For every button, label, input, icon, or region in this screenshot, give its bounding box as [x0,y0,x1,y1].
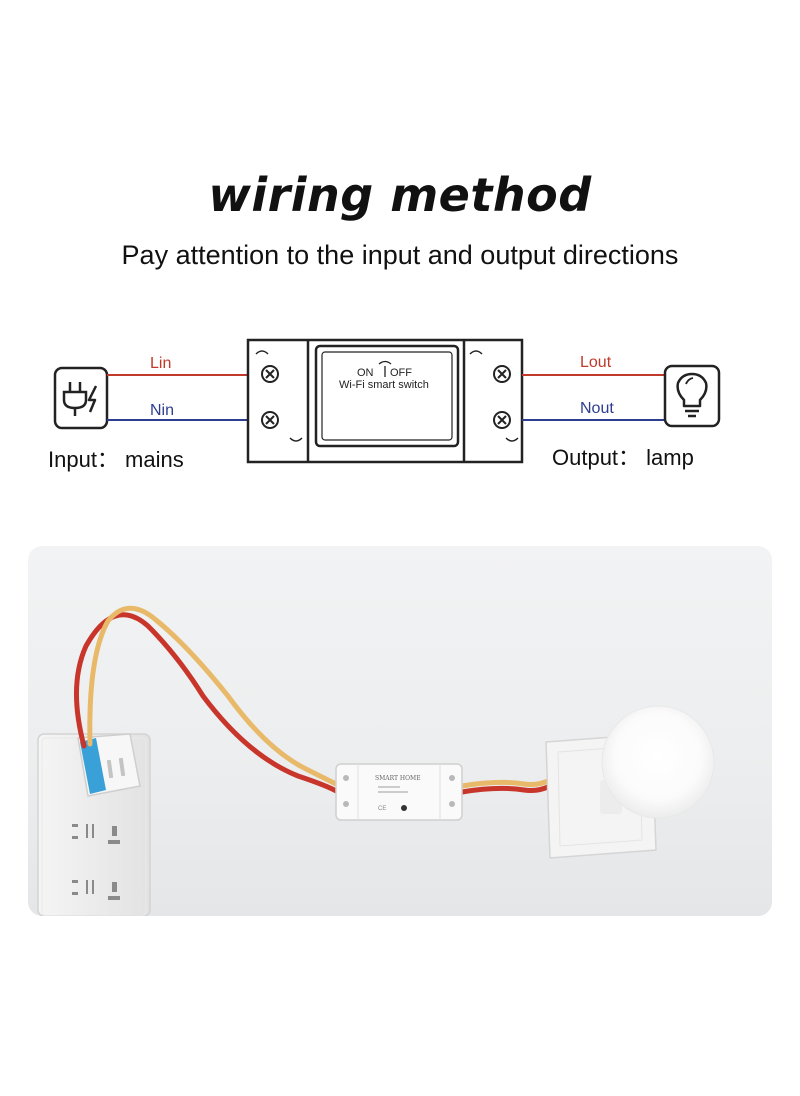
wall-plug [77,733,141,797]
page-title: wiring method [208,168,592,222]
page-subtitle: Pay attention to the input and output di… [121,240,679,270]
nout-label: Nout [580,400,614,417]
installation-photo-svg: SMART HOME CE [37,605,715,916]
wiring-diagram-svg: Lin Nin [48,338,721,472]
smart-switch-body: ON OFF Wi-Fi smart switch [246,338,524,464]
screw-terminal-icon [261,365,279,383]
screw-terminal-icon [493,365,511,383]
lin-label: Lin [150,355,171,372]
wiring-diagram: Lin Nin [0,320,800,500]
output-label: Output： lamp [552,445,694,470]
switch-module-text: CE [378,806,386,812]
screw-terminal-icon [261,411,279,429]
lout-label: Lout [580,354,612,371]
installation-photo: SMART HOME CE [28,546,772,916]
switch-name-label: Wi-Fi smart switch [339,379,429,391]
input-label: Input： mains [48,447,184,472]
lamp-bulb [601,705,715,819]
smart-switch-device: SMART HOME CE [335,763,463,821]
switch-on-label: ON [357,367,374,379]
switch-brand-text: SMART HOME [375,775,421,782]
plug-power-icon [53,366,109,430]
nin-label: Nin [150,402,174,419]
wifi-icon [378,360,392,377]
light-bulb-icon [663,364,721,428]
screw-terminal-icon [493,411,511,429]
switch-off-label: OFF [390,367,412,379]
wires [73,605,553,795]
